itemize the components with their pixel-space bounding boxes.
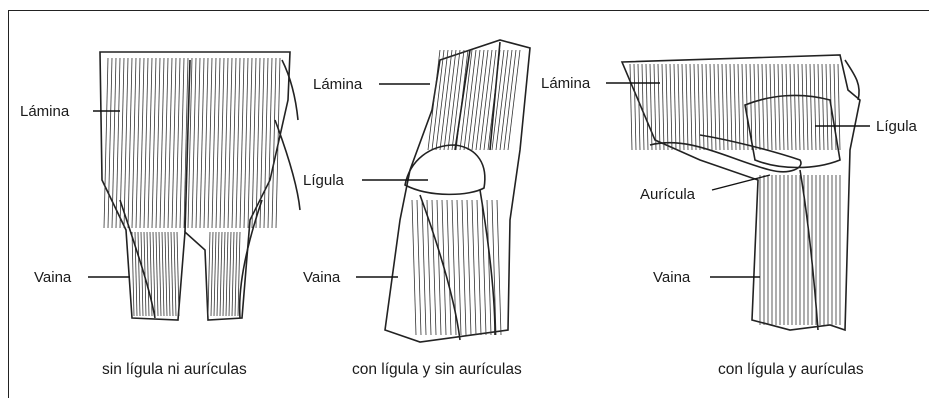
- label-vaina-1: Vaina: [34, 269, 72, 286]
- label-vaina-3: Vaina: [653, 269, 691, 286]
- label-vaina-2: Vaina: [303, 269, 341, 286]
- label-lamina-3: Lámina: [541, 75, 591, 92]
- leaf-illustration-no-ligule: [100, 52, 300, 320]
- caption-1: sin lígula ni aurículas: [102, 361, 247, 378]
- leaf-illustration-ligule-only: [385, 40, 530, 342]
- caption-2: con lígula y sin aurículas: [352, 361, 522, 378]
- label-auricula-3: Aurícula: [640, 186, 696, 203]
- label-lamina-1: Lámina: [20, 103, 70, 120]
- caption-3: con lígula y aurículas: [718, 361, 864, 378]
- label-ligula-3: Lígula: [876, 118, 918, 135]
- label-lamina-2: Lámina: [313, 76, 363, 93]
- label-ligula-2: Lígula: [303, 172, 345, 189]
